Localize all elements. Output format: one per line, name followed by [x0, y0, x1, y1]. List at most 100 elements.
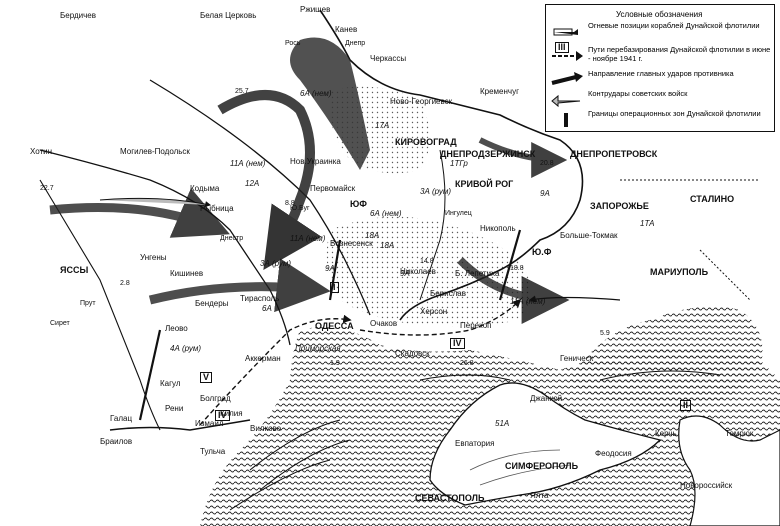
place-yalta: Ялта — [530, 491, 549, 500]
place-rzhishchev: Ржищев — [300, 5, 331, 14]
place-kherson: Херсон — [420, 307, 448, 316]
zone-label-5: III — [555, 42, 569, 53]
river-label-prut: Прут — [80, 300, 96, 307]
place-berdichev: Бердичев — [60, 11, 96, 20]
zone-label-1: V — [200, 372, 213, 383]
unit-label-19: 51А — [495, 419, 510, 428]
place-mogilev-podolsky: Могилев-Подольск — [120, 147, 190, 156]
place-kodyma: Кодыма — [190, 184, 220, 193]
place-cherkassy: Черкассы — [370, 54, 407, 63]
date-label-8: 5.9 — [600, 330, 610, 337]
place-tiraspol: Тирасполь — [240, 294, 280, 303]
place-kirovograd: КИРОВОГРАД — [395, 137, 457, 147]
place-feodosiya: Феодосия — [595, 449, 632, 458]
place-pervomaisk: Первомайск — [310, 184, 356, 193]
place-kiliya: Килия — [220, 409, 243, 418]
legend-row-ship-position: Огневые позиции кораблей Дунайской флоти… — [550, 21, 772, 45]
place-bolgrad: Болград — [200, 394, 231, 403]
place-bolshaya-lepetikha: Б. Лепетиха — [455, 269, 500, 278]
sea-contours — [229, 370, 721, 511]
unit-label-21: 1ТА — [640, 219, 655, 228]
place-voznesensk: Вознесенск — [330, 239, 373, 248]
main-attack-arrow-icon — [551, 72, 583, 85]
legend-row-flotilla-route: Пути перебазирования Дунайской флотилии … — [550, 45, 772, 69]
crimea-peninsula — [429, 382, 662, 506]
counterattack-arrow-1 — [99, 197, 212, 208]
occupied-zone-south — [326, 216, 530, 327]
unit-label-10: 9А — [325, 264, 335, 273]
place-kremenchug: Кременчуг — [480, 87, 520, 96]
legend-text-counterattack: Контрудары советских войск — [588, 89, 688, 98]
place-kanev: Канев — [335, 25, 358, 34]
place-ochakov: Очаков — [370, 319, 398, 328]
place-sevastopol: СЕВАСТОПОЛЬ — [415, 493, 485, 503]
legend-row-main-attack: Направление главных ударов противника — [550, 69, 772, 93]
date-label-3: 2.8 — [120, 280, 130, 287]
place-odessa: ОДЕССА — [315, 321, 354, 331]
place-skadovsk: Скадовск — [395, 349, 430, 358]
place-khotin: Хотин — [30, 147, 53, 156]
flotilla-route-2 — [359, 298, 522, 336]
place-braila: Браилов — [100, 437, 133, 446]
place-izmail: Измаил — [195, 419, 224, 428]
legend-row-counterattack: Контрудары советских войск — [550, 89, 772, 113]
place-dneprodzerzhinsk: ДНЕПРОДЗЕРЖИНСК — [440, 149, 536, 159]
place-kerch: Керчь — [655, 429, 677, 438]
unit-label-20: 9А — [400, 269, 410, 278]
zone-label-6: IV — [215, 410, 230, 421]
unit-label-14: 6А — [262, 304, 272, 313]
place-evpatoriya: Евпатория — [455, 439, 495, 448]
river-label-dnestr: Днестр — [220, 235, 244, 242]
counterattack-arrow-icon — [551, 94, 581, 108]
place-yassy: ЯССЫ — [60, 265, 89, 275]
attack-arrow-2 — [217, 90, 322, 270]
river-danube — [109, 419, 251, 431]
zone-label-2: I — [330, 282, 339, 293]
place-akkerman: Аккерман — [245, 354, 281, 363]
date-label-9: 1.9 — [330, 360, 340, 367]
place-reni: Рени — [165, 404, 184, 413]
attack-arrow-4 — [148, 258, 331, 313]
legend-text-flotilla-route: Пути перебазирования Дунайской флотилии … — [588, 45, 771, 63]
unit-label-5: 1ТГр — [450, 159, 468, 168]
railway-east — [620, 179, 760, 301]
operation-boundary-3 — [498, 229, 522, 301]
unit-label-4: 3А (рум) — [260, 259, 292, 268]
place-kishinev: Кишинев — [170, 269, 204, 278]
flotilla-route-1 — [199, 314, 352, 426]
place-novorossiysk: Новороссийск — [680, 481, 733, 490]
operation-boundary-icon — [564, 113, 568, 127]
operation-boundary-2 — [328, 239, 342, 301]
place-perekop: Перекоп — [460, 321, 492, 330]
place-berislav: Берислав — [430, 289, 466, 298]
river-ingulets — [419, 149, 446, 301]
river-label-ros: Рось — [285, 40, 301, 47]
flotilla-route-icon — [552, 51, 583, 61]
unit-label-18: Приморская — [295, 344, 341, 353]
river-prut — [39, 179, 161, 431]
date-label-1: 22.7 — [40, 185, 54, 192]
unit-label-2: 17А — [375, 121, 390, 130]
unit-label-15: 9А — [540, 189, 550, 198]
place-nikolaev: Николаев — [400, 267, 436, 276]
taman-coast — [678, 415, 780, 526]
unit-label-1: 6А (нем) — [300, 89, 332, 98]
crimea-relief — [469, 449, 571, 486]
place-galats: Галац — [110, 414, 133, 423]
operation-boundary-1 — [138, 329, 162, 421]
place-genichesk: Геническ — [560, 354, 594, 363]
sea-of-azov — [570, 306, 763, 407]
place-leovo: Леово — [165, 324, 188, 333]
attack-arrow-1 — [290, 37, 370, 170]
zone-label-3: IV — [450, 338, 465, 349]
place-stalino: СТАЛИНО — [690, 194, 735, 204]
place-vilkovo: Вилково — [250, 424, 282, 433]
river-label-yuzhny-bug: Ю.Буг — [290, 205, 310, 212]
zone-label-4: II — [680, 400, 692, 411]
place-dzhankoy: Джанкой — [530, 394, 563, 403]
unit-label-22: 6А (нем) — [370, 209, 402, 218]
attack-arrow-3 — [49, 188, 230, 238]
river-label-dnepr: Днепр — [345, 40, 366, 47]
place-novo-georgievsk: Ново-Георгиевск — [390, 97, 453, 106]
